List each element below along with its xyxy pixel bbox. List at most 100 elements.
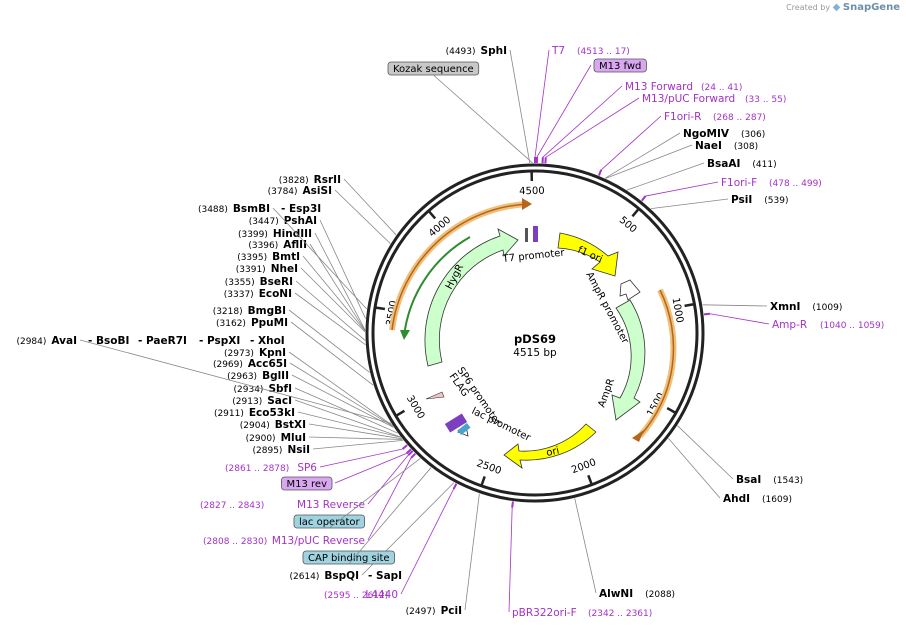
primer-label[interactable]: F1ori-R xyxy=(664,111,701,123)
primer-leader-line xyxy=(536,64,592,158)
primer-label[interactable]: F1ori-F xyxy=(721,177,757,189)
misc-leader-line xyxy=(348,467,432,565)
site-label-alwni[interactable]: AlwNI xyxy=(599,588,633,600)
site-leader-line xyxy=(294,292,366,345)
primer-label[interactable]: SP6 xyxy=(297,462,317,474)
primer-box-label[interactable]: M13 rev xyxy=(287,479,328,490)
site-label-psii[interactable]: PsiI xyxy=(731,194,752,206)
site-label-alias[interactable]: - SapI xyxy=(368,570,402,582)
primer-label[interactable]: M13/pUC Reverse xyxy=(272,535,365,547)
site-position: (539) xyxy=(764,196,788,206)
feature-f1ori-arrow[interactable] xyxy=(557,232,619,277)
site-leader-line xyxy=(288,351,393,426)
site-label-bseri[interactable]: BseRI xyxy=(260,276,293,288)
site-leader-line xyxy=(288,309,370,373)
feature-hygr-orf xyxy=(403,236,471,337)
site-leader-line xyxy=(290,321,374,386)
misc-feature-label[interactable]: CAP binding site xyxy=(308,553,390,564)
site-position: (4493) xyxy=(446,47,476,57)
site-position: (2969) xyxy=(213,360,243,370)
site-label-econi[interactable]: EcoNI xyxy=(259,288,292,300)
feature-t7-block xyxy=(525,228,528,242)
site-leader-line xyxy=(291,374,394,428)
site-leader-line xyxy=(289,362,394,427)
site-label-alias[interactable]: - BsoBI xyxy=(88,335,129,347)
feature-amprpromoter-arrow[interactable] xyxy=(619,279,641,301)
feature-ampr-orf-line xyxy=(639,289,675,437)
site-label-sphi[interactable]: SphI xyxy=(481,45,507,57)
tick-mark xyxy=(631,207,640,218)
site-position: (3784) xyxy=(268,187,298,197)
site-leader-line xyxy=(272,207,367,310)
site-label-pcii[interactable]: PciI xyxy=(441,605,462,617)
site-label-saci[interactable]: SacI xyxy=(267,395,292,407)
site-label-bspqi[interactable]: BspQI xyxy=(324,570,359,582)
site-position: (2911) xyxy=(214,409,244,419)
site-label-bsai[interactable]: BsaI xyxy=(736,474,761,486)
misc-leader-line xyxy=(433,74,533,164)
primer-label[interactable]: pBR322ori-F xyxy=(512,607,577,619)
feature-hygr-arrow[interactable] xyxy=(424,228,519,367)
site-label-alias[interactable]: - Esp3I xyxy=(281,203,321,215)
primer-mark xyxy=(410,452,416,459)
site-leader-line xyxy=(302,255,366,332)
site-label-acc65i[interactable]: Acc65I xyxy=(248,358,287,370)
site-label-mlui[interactable]: MluI xyxy=(281,432,306,444)
site-label-nsii[interactable]: NsiI xyxy=(287,444,310,456)
site-leader-line xyxy=(294,399,401,438)
primer-label[interactable]: M13/pUC Forward xyxy=(642,93,735,105)
feature-ampr-arrow[interactable] xyxy=(611,299,646,421)
site-position: (2984) xyxy=(16,337,46,347)
site-label-bmti[interactable]: BmtI xyxy=(272,251,300,263)
site-leader-line xyxy=(308,423,402,440)
tick-mark xyxy=(374,306,386,311)
tick-mark xyxy=(684,302,695,308)
site-leader-line xyxy=(677,425,734,480)
primer-position: (2827 .. 2843) xyxy=(200,501,264,511)
site-label-ngomiv[interactable]: NgoMIV xyxy=(683,128,730,140)
site-label-ppumi[interactable]: PpuMI xyxy=(251,317,288,329)
misc-feature-label[interactable]: Kozak sequence xyxy=(393,64,474,75)
site-label-nhei[interactable]: NheI xyxy=(271,263,298,275)
primer-position: (2595 .. 2612) xyxy=(324,591,388,601)
primer-label[interactable]: M13 Reverse xyxy=(297,499,365,511)
primer-leader-line xyxy=(709,313,770,325)
site-label-alias[interactable]: - PaeR7I xyxy=(138,335,187,347)
primer-label[interactable]: L4440 xyxy=(365,589,398,601)
site-label-bsmbi[interactable]: BsmBI xyxy=(233,203,270,215)
site-label-kpni[interactable]: KpnI xyxy=(259,347,286,359)
feature-ori-arrow[interactable] xyxy=(503,423,597,469)
site-label-ahdi[interactable]: AhdI xyxy=(723,493,750,505)
site-position: (1609) xyxy=(762,495,792,505)
site-label-bsaai[interactable]: BsaAI xyxy=(707,158,740,170)
plasmid-name: pDS69 xyxy=(514,332,556,346)
site-label-xmni[interactable]: XmnI xyxy=(770,301,800,313)
primer-box-label[interactable]: M13 fwd xyxy=(599,61,641,72)
tick-label: 500 xyxy=(617,215,639,236)
site-label-alias[interactable]: - PspXI xyxy=(199,335,240,347)
primer-label[interactable]: M13 Forward xyxy=(625,81,693,93)
site-label-alias[interactable]: - XhoI xyxy=(250,335,285,347)
site-position: (2934) xyxy=(234,385,264,395)
site-label-hindiii[interactable]: HindIII xyxy=(273,228,312,240)
primer-label[interactable]: T7 xyxy=(551,45,565,57)
site-position: (3396) xyxy=(248,241,278,251)
site-label-avai[interactable]: AvaI xyxy=(51,335,77,347)
site-label-bstxi[interactable]: BstXI xyxy=(275,419,306,431)
site-position: (1009) xyxy=(812,303,842,313)
site-label-aflii[interactable]: AflII xyxy=(283,239,307,251)
site-label-bglii[interactable]: BglII xyxy=(262,370,289,382)
site-label-bmgbi[interactable]: BmgBI xyxy=(248,305,286,317)
primer-label[interactable]: Amp-R xyxy=(772,319,807,331)
misc-feature-label[interactable]: lac operator xyxy=(299,517,360,528)
site-label-asisi[interactable]: AsiSI xyxy=(303,185,332,197)
site-label-sbfi[interactable]: SbfI xyxy=(268,383,292,395)
site-leader-line xyxy=(312,439,404,450)
site-label-naei[interactable]: NaeI xyxy=(695,140,722,152)
site-label-pshai[interactable]: PshAI xyxy=(284,215,317,227)
site-label-eco53ki[interactable]: Eco53kI xyxy=(249,407,295,419)
site-label-rsrii[interactable]: RsrII xyxy=(314,174,341,186)
site-leader-line xyxy=(297,411,401,438)
site-position: (2895) xyxy=(253,446,283,456)
